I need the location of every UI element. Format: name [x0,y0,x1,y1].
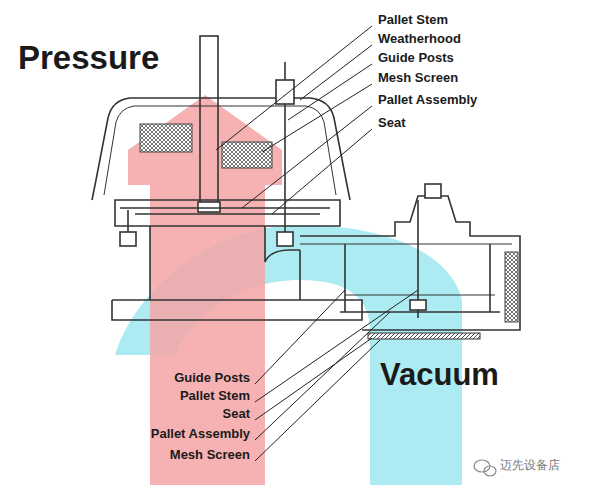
hood-inner [104,106,336,195]
vacuum-column [370,300,462,485]
flow-label: Vacuum [380,358,499,392]
housing-outline [300,196,520,330]
vacuum-housing [300,184,520,339]
watermark-icon [474,460,496,476]
base-flange [112,300,362,320]
part-label: Seat [223,407,250,421]
leader-line [255,290,345,384]
part-label: Pallet Stem [180,389,250,403]
housing-rib [300,244,512,245]
part-label: Weatherhood [378,32,461,46]
seat [368,333,480,339]
part-label: Seat [378,116,405,130]
mesh-screen [505,252,518,322]
watermark: 迈先设备店 [500,459,560,472]
body-outline [150,226,300,300]
leader-line [242,106,372,208]
pallet-assembly [120,207,330,209]
chat-bubble [484,466,496,476]
part-label: Mesh Screen [378,71,458,85]
body-flange [115,200,340,226]
valve-body [112,226,362,320]
weatherhood [92,98,350,200]
stem-collar [198,202,220,212]
pressure-arrow [128,95,282,485]
guide-post [344,244,346,312]
vacuum-cap [425,184,441,198]
mesh-screen [222,142,272,168]
part-label: Pallet Stem [378,13,448,27]
leader-line [272,129,372,214]
pressure-pallet [115,200,340,226]
seat [135,213,320,215]
leader-line [216,26,372,150]
bolt [120,232,136,246]
leader-line [262,84,372,152]
leader-line [255,338,372,420]
pallet-assembly [345,295,495,296]
leader-line [300,45,372,100]
part-label: Guide Posts [378,51,454,65]
hood-outline [92,98,350,200]
part-label: Pallet Assembly [378,93,477,107]
pressure-flow [128,95,282,485]
flow-label: Pressure [18,40,159,76]
part-label: Guide Posts [174,371,250,385]
bolt [277,232,293,246]
mesh-screen [140,124,192,152]
guide-post [489,244,491,312]
body-wall [299,250,301,300]
leader-line [255,312,390,440]
leader-line [255,340,380,461]
part-label: Mesh Screen [170,448,250,462]
pallet-stem [200,36,218,208]
stem-collar [410,300,426,310]
part-label: Pallet Assembly [151,427,250,441]
pallet-assembly [340,311,500,313]
